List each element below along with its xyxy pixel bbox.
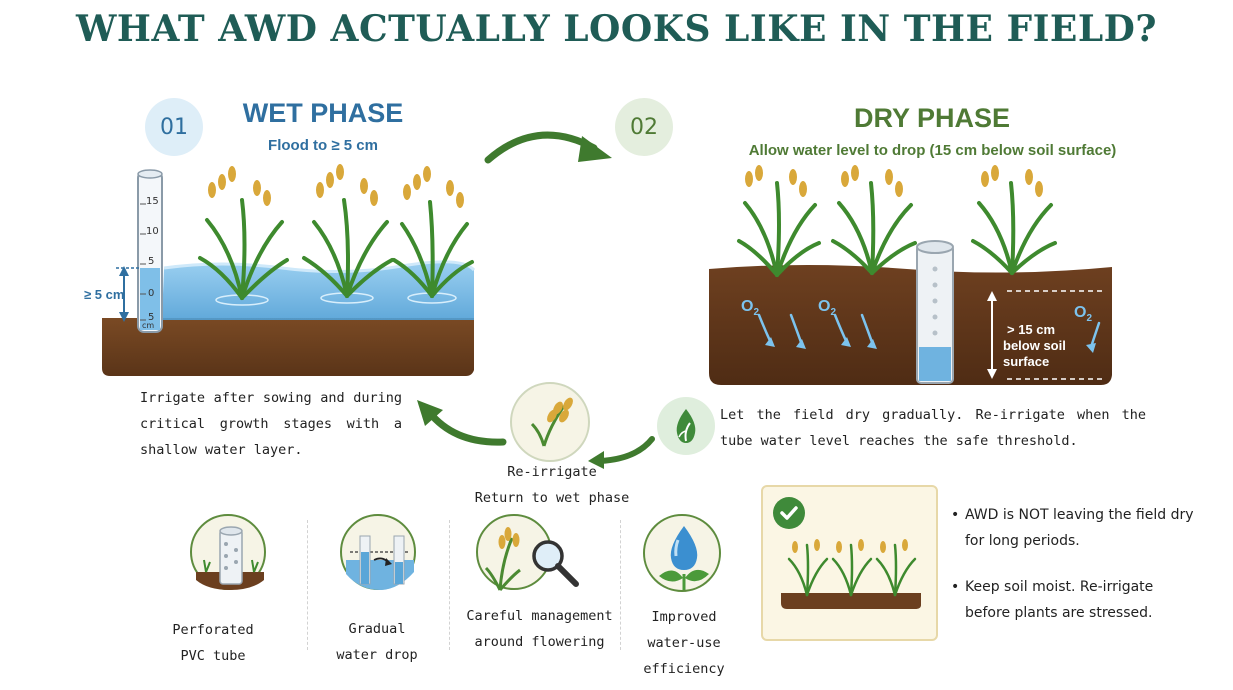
oxygen-label: O2 [1074, 304, 1093, 325]
divider [307, 520, 308, 650]
feature-label-pvc-tube: Perforated PVC tube [172, 622, 254, 664]
water-drop-leaf-icon [643, 514, 721, 592]
dry-depth-label: > 15 cm below soil surface [1003, 322, 1066, 369]
leaf-drop-icon [657, 397, 715, 455]
healthy-rice-plants-icon [781, 539, 921, 609]
oxygen-label: O2 [818, 298, 837, 319]
tube-tick-label: 5 [148, 256, 155, 267]
dry-phase-number-badge: 02 [615, 98, 673, 156]
tube-tick-label: 5 [148, 312, 155, 323]
divider [620, 520, 621, 650]
feature-label-gradual-drop: Gradual water drop [336, 621, 418, 663]
dry-phase-title: DRY PHASE [853, 103, 1011, 133]
wet-phase-number-badge: 01 [145, 98, 203, 156]
rice-stalk-icon [510, 382, 590, 462]
feature-label-water-efficiency: Improved water-use efficiency [643, 609, 725, 677]
arrow-to-wet-phase-icon [417, 400, 507, 446]
dry-phase-subtitle: Allow water level to drop (15 cm below s… [748, 142, 1117, 159]
dry-phase-illustration [709, 165, 1112, 385]
feature-label-careful-management: Careful management around flowering [466, 608, 613, 650]
divider [449, 520, 450, 650]
note-bullet: • Keep soil moist. Re-irrigate before pl… [951, 579, 1154, 621]
arrow-to-dry-phase-icon [484, 131, 612, 164]
arrow-dry-to-reirrigate-icon [588, 436, 655, 469]
page-title: WHAT AWD ACTUALLY LOOKS LIKE IN THE FIEL… [76, 8, 1157, 50]
wet-phase-description: Irrigate after sowing and during critica… [140, 390, 402, 458]
tube-tick-label: 0 [148, 288, 155, 299]
water-drop-level-icon [340, 514, 416, 590]
tube-tick-label: 10 [146, 226, 159, 237]
wet-phase-subtitle: Flood to ≥ 5 cm [268, 137, 378, 154]
tube-unit-label: cm [142, 321, 155, 330]
note-bullet: • AWD is NOT leaving the field dry for l… [951, 507, 1194, 549]
tube-tick-label: 15 [146, 196, 159, 207]
wet-phase-title: WET PHASE [242, 98, 404, 128]
pvc-tube-icon [190, 514, 266, 590]
rice-magnifier-icon [476, 514, 579, 591]
dry-phase-description: Let the field dry gradually. Re-irrigate… [720, 407, 1146, 449]
wet-depth-label: ≥ 5 cm [84, 287, 125, 302]
check-icon [773, 497, 805, 529]
note-card [761, 485, 938, 641]
reirrigate-label: Re-irrigate Return to wet phase [474, 464, 630, 506]
wet-phase-illustration [102, 164, 476, 376]
oxygen-label: O2 [741, 298, 760, 319]
